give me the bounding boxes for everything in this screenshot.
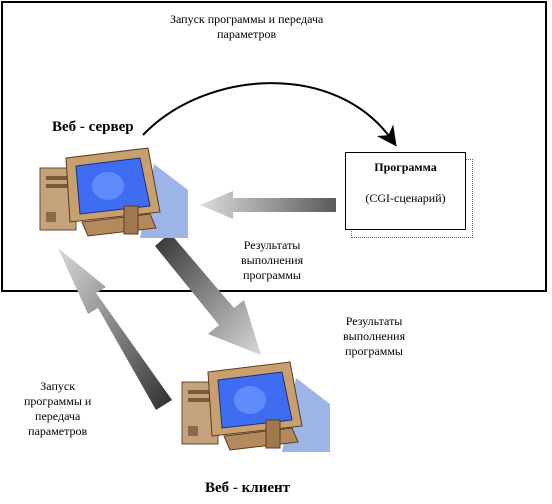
launch-label-left: Запуск программы и передача параметров bbox=[24, 379, 91, 439]
web-server-title: Веб - сервер bbox=[52, 119, 134, 135]
results-arrow-left bbox=[200, 191, 336, 219]
results-inner-line-2: выполнения bbox=[241, 253, 304, 267]
server-computer-icon bbox=[39, 147, 188, 238]
program-box: Программа (CGI-сценарий) bbox=[345, 152, 466, 230]
launch-left-line-2: программы и bbox=[24, 394, 92, 408]
results-outer-line-2: выполнения bbox=[343, 329, 406, 343]
client-computer-icon bbox=[181, 361, 330, 452]
launch-left-line-1: Запуск bbox=[40, 379, 76, 393]
program-subtitle: (CGI-сценарий) bbox=[365, 191, 446, 205]
top-caption-line-2: параметров bbox=[217, 27, 277, 41]
results-arrow-down bbox=[155, 233, 261, 355]
top-caption-line-1: Запуск программы и передача bbox=[170, 12, 324, 26]
top-caption: Запуск программы и передача параметров bbox=[170, 12, 323, 42]
results-outer-line-3: программы bbox=[345, 344, 403, 358]
launch-left-line-4: параметров bbox=[28, 424, 88, 438]
launch-arrow-up bbox=[58, 248, 172, 410]
launch-curve-arrow bbox=[142, 82, 397, 147]
program-title: Программа bbox=[374, 160, 437, 174]
results-label-outer: Результаты выполнения программы bbox=[343, 314, 405, 359]
results-label-inner: Результаты выполнения программы bbox=[241, 238, 303, 283]
web-client-title: Веб - клиент bbox=[205, 480, 291, 496]
results-inner-line-1: Результаты bbox=[243, 238, 301, 252]
launch-left-line-3: передача bbox=[35, 409, 81, 423]
results-inner-line-3: программы bbox=[243, 268, 301, 282]
web-server-frame bbox=[1, 1, 547, 292]
results-outer-line-1: Результаты bbox=[345, 314, 403, 328]
